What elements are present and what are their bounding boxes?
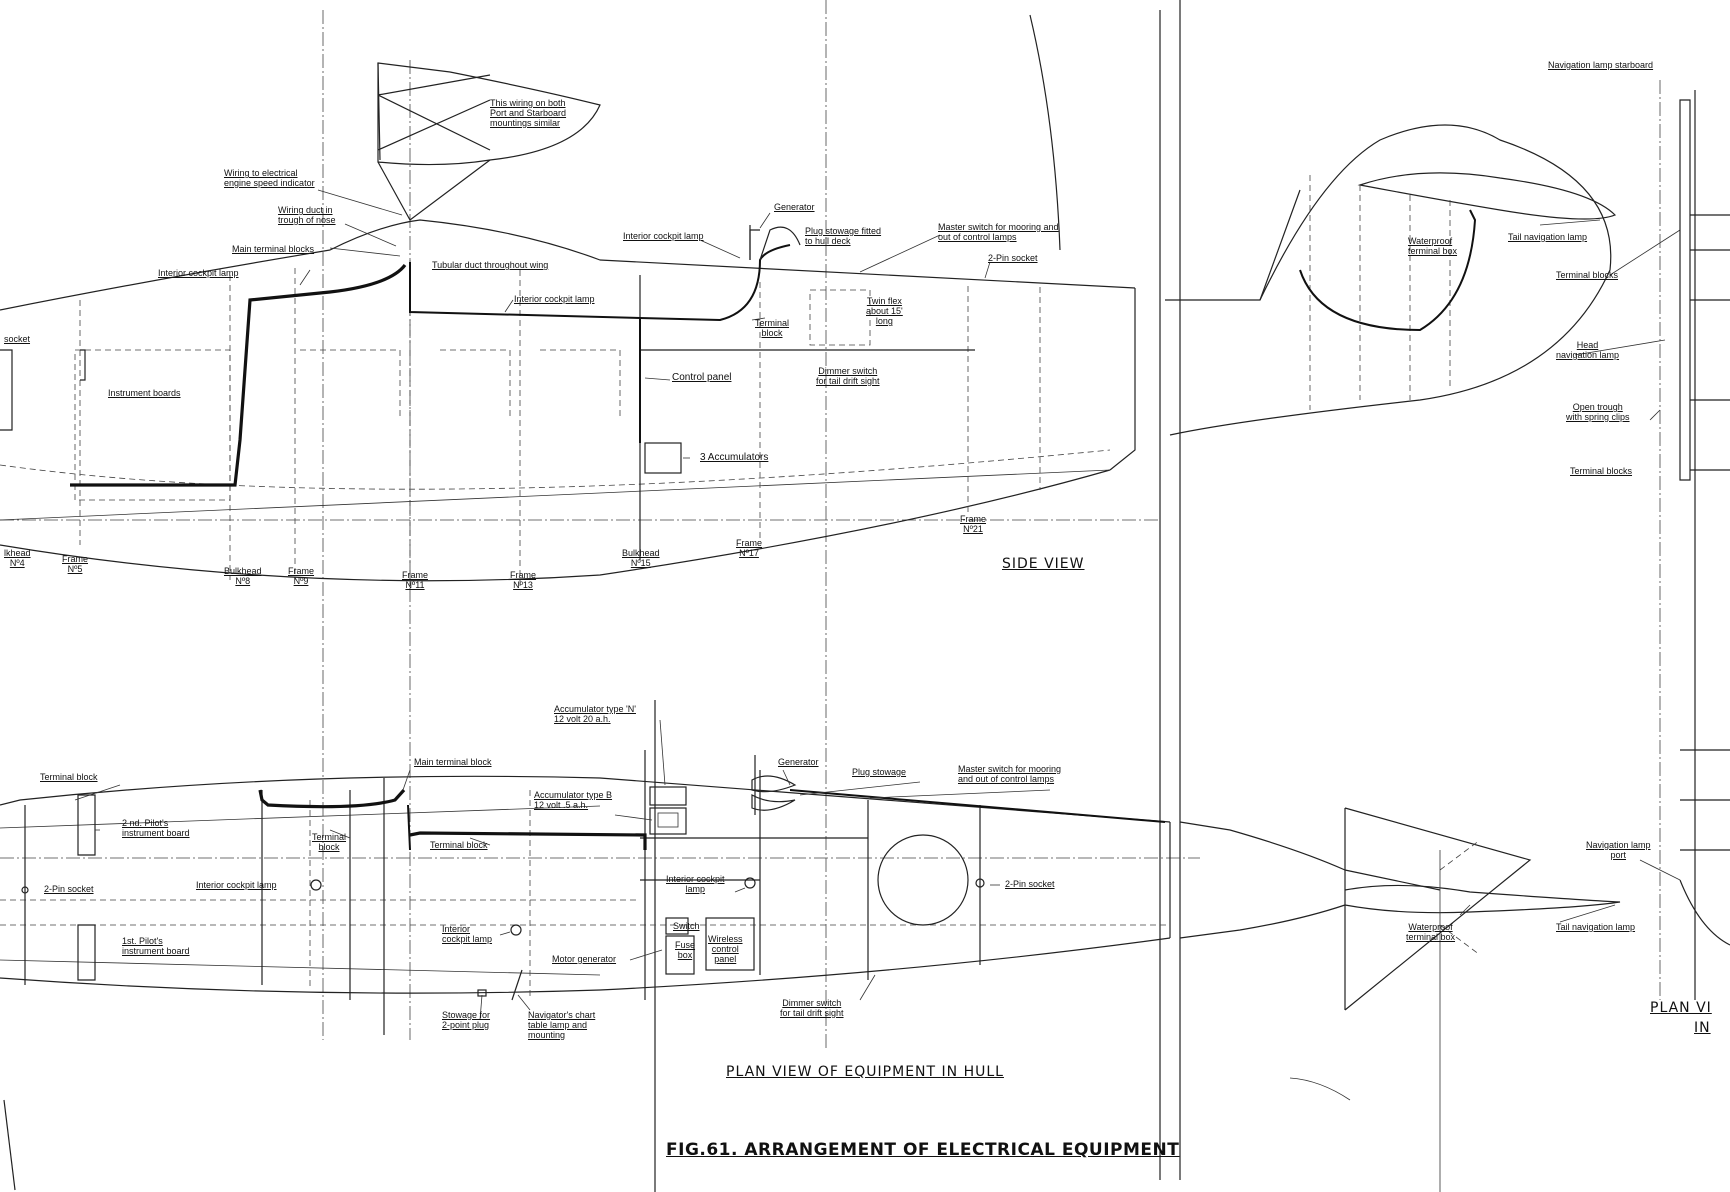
label-2pin-socket-plan-right: 2-Pin socket <box>1005 879 1055 889</box>
label-switch: Switch <box>673 921 700 931</box>
label-stowage-plug: Stowage for 2-point plug <box>442 1010 491 1030</box>
label-plug-stowage-plan: Plug stowage <box>852 767 907 777</box>
label-2pin-socket-plan-left: 2-Pin socket <box>44 884 94 894</box>
label-generator-side: Generator <box>774 202 815 212</box>
label-fuse-box: Fuse box <box>675 940 696 960</box>
plan-view-title: PLAN VIEW OF EQUIPMENT IN HULL <box>726 1064 1004 1080</box>
label-interior-lamp-plan-b: Interior cockpit lamp <box>666 874 725 894</box>
label-interior-lamp-plan-c: Interior cockpit lamp <box>442 924 493 944</box>
label-wiring-duct-nose: Wiring duct in trough of nose <box>278 205 336 225</box>
label-main-terminal-blocks: Main terminal blocks <box>232 244 315 254</box>
label-terminal-block-side: Terminal block <box>755 318 790 338</box>
label-wiring-both-mountings: This wiring on both Port and Starboard m… <box>490 98 567 128</box>
label-acc-type-b: Accumulator type B 12 volt .5 a.h. <box>534 790 613 810</box>
label-twin-flex: Twin flex about 15' long <box>866 296 903 326</box>
label-interior-lamp-right: Interior cockpit lamp <box>623 231 704 241</box>
label-master-switch-plan: Master switch for mooring and out of con… <box>958 764 1062 784</box>
label-terminal-block-plan-mid: Terminal block <box>312 832 347 852</box>
label-terminal-blocks-lower: Terminal blocks <box>1570 466 1633 476</box>
label-second-pilot-board: 2 nd. Pilot's instrument board <box>122 818 190 838</box>
label-interior-lamp-left: Interior cockpit lamp <box>158 268 239 278</box>
label-nav-lamp-port: Navigation lamp port <box>1586 840 1651 860</box>
side-view-title: SIDE VIEW <box>1002 556 1085 572</box>
label-head-nav-lamp: Head navigation lamp <box>1556 340 1620 360</box>
label-control-panel: Control panel <box>672 372 732 383</box>
label-interior-lamp-plan-a: Interior cockpit lamp <box>196 880 277 890</box>
label-terminal-block-plan-long: Terminal block <box>430 840 488 850</box>
label-dimmer-switch-plan: Dimmer switch for tail drift sight <box>780 998 844 1018</box>
label-dimmer-switch-side: Dimmer switch for tail drift sight <box>816 366 880 386</box>
label-accumulators: 3 Accumulators <box>700 452 769 463</box>
label-wiring-speed-indicator: Wiring to electrical engine speed indica… <box>224 168 315 188</box>
label-tail-nav-lamp-plan: Tail navigation lamp <box>1556 922 1636 932</box>
label-2pin-socket-side: 2-Pin socket <box>988 253 1038 263</box>
label-motor-generator: Motor generator <box>552 954 617 964</box>
label-main-terminal-block-plan: Main terminal block <box>414 757 492 767</box>
plan-view-tail-title-partial: PLAN VI IN <box>1650 1000 1712 1036</box>
label-open-trough: Open trough with spring clips <box>1566 402 1630 422</box>
label-waterproof-box-side: Waterproof terminal box <box>1408 236 1458 256</box>
figure-caption: FIG.61. ARRANGEMENT OF ELECTRICAL EQUIPM… <box>666 1140 1180 1160</box>
label-plug-stowage-side: Plug stowage fitted to hull deck <box>805 226 882 246</box>
label-nav-chart-lamp: Navigator's chart table lamp and mountin… <box>528 1010 596 1040</box>
label-terminal-blocks-tail: Terminal blocks <box>1556 270 1619 280</box>
label-waterproof-box-plan: Waterproof terminal box <box>1406 922 1456 942</box>
label-terminal-block-plan-left: Terminal block <box>40 772 98 782</box>
label-wireless-panel: Wireless control panel <box>708 934 743 964</box>
label-instrument-boards: Instrument boards <box>108 388 181 398</box>
label-generator-plan: Generator <box>778 757 819 767</box>
label-master-switch-side: Master switch for mooring and out of con… <box>938 222 1059 242</box>
label-nav-lamp-starboard: Navigation lamp starboard <box>1548 60 1654 70</box>
label-interior-lamp-mid: Interior cockpit lamp <box>514 294 595 304</box>
label-first-pilot-board: 1st. Pilot's instrument board <box>122 936 190 956</box>
label-tubular-duct: Tubular duct throughout wing <box>432 260 549 270</box>
label-acc-type-n: Accumulator type 'N' 12 volt 20 a.h. <box>554 704 636 724</box>
label-socket-left: socket <box>4 334 31 344</box>
label-tail-nav-lamp-side: Tail navigation lamp <box>1508 232 1588 242</box>
